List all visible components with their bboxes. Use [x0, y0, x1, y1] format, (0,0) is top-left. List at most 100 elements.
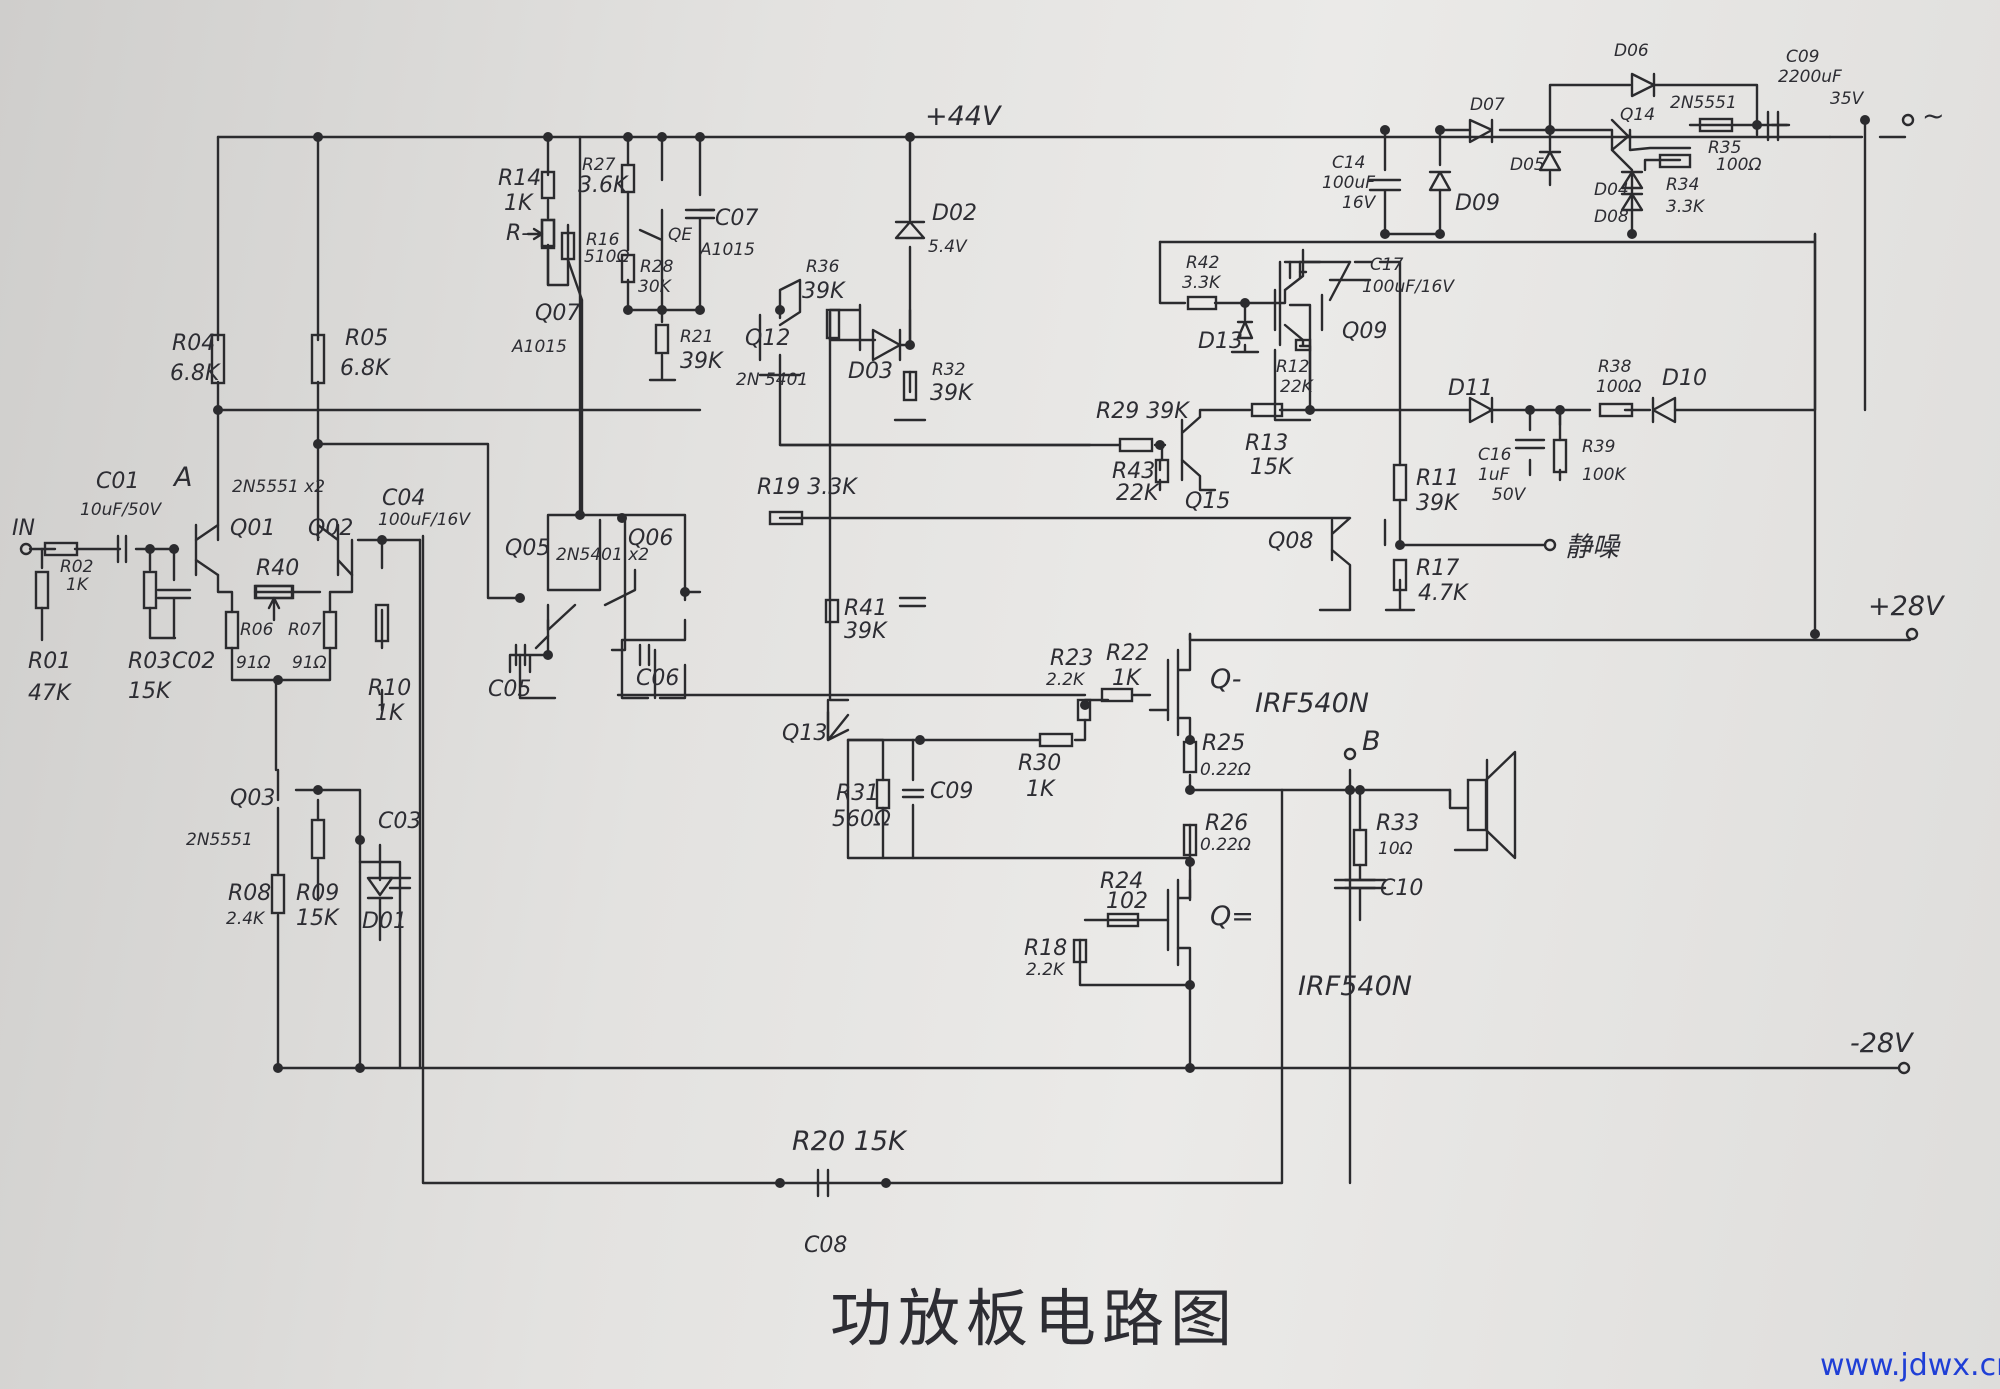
label-point-b: B — [1362, 726, 1381, 757]
label-r21-v: 39K — [680, 349, 724, 374]
label-q02: Q02 — [308, 516, 353, 541]
label-q05: Q05 — [505, 536, 550, 561]
label-r32: R32 — [932, 360, 965, 380]
label-r14-v: 1K — [504, 191, 534, 216]
label-c09t-v2: 35V — [1830, 89, 1865, 109]
label-r28: R28 — [640, 257, 674, 277]
potentiometer-symbols — [253, 218, 556, 622]
label-point-a: A — [172, 462, 192, 493]
label-qe: QE — [668, 225, 692, 245]
label-c16-v2: 50V — [1492, 485, 1527, 505]
label-r25: R25 — [1202, 731, 1245, 756]
label-r18: R18 — [1024, 936, 1067, 961]
label-r06-v: 91Ω — [236, 653, 271, 673]
transistor-labels: Q01 Q02 2N5551 x2 Q03 2N5551 Q05 Q06 2N5… — [186, 93, 1737, 1002]
label-r02: R02 — [60, 557, 93, 577]
terminal-symbols — [19, 113, 1919, 1075]
label-q03-type: 2N5551 — [186, 830, 253, 850]
label-c01-v: 10uF/50V — [80, 500, 163, 520]
label-q-hi: Q- — [1210, 664, 1242, 695]
label-r38-v: 100Ω — [1596, 377, 1641, 397]
label-r14: R14 — [498, 166, 541, 191]
label-c16-v1: 1uF — [1478, 465, 1510, 485]
watermark: www.jdwx.cn — [1820, 1348, 2000, 1383]
label-c14-v1: 100uF — [1322, 173, 1375, 193]
label-ac: ~ — [1922, 101, 1945, 132]
label-r26-v: 0.22Ω — [1200, 835, 1251, 855]
label-r39-v: 100K — [1582, 465, 1627, 485]
label-q09: Q09 — [1342, 319, 1387, 344]
label-qe-type: A1015 — [699, 240, 755, 260]
label-q-lo-type: IRF540N — [1298, 971, 1412, 1002]
label-r11: R11 — [1416, 466, 1459, 491]
label-r09: R09 — [296, 881, 339, 906]
label-r12: R12 — [1276, 357, 1309, 377]
label-r39: R39 — [1582, 437, 1615, 457]
label-c08: C08 — [804, 1233, 847, 1258]
label-c16: C16 — [1478, 445, 1512, 465]
label-r19: R19 3.3K — [757, 475, 858, 500]
label-r03: R03 — [128, 649, 171, 674]
label-c09t-v1: 2200uF — [1778, 67, 1842, 87]
label-r34-v: 3.3K — [1666, 197, 1706, 217]
label-c10: C10 — [1380, 876, 1423, 901]
diode-labels: D01 D02 5.4V D03 D04 D05 D06 D07 D08 D09… — [362, 41, 1707, 934]
label-d09: D09 — [1455, 191, 1500, 216]
label-r27-v: 3.6K — [578, 173, 629, 198]
label-r30-v: 1K — [1026, 777, 1056, 802]
label-r18-v: 2.2K — [1026, 960, 1066, 980]
label-q12: Q12 — [745, 326, 790, 351]
resistor-labels: R01 47K R02 1K R03 15K R04 6.8K R05 6.8K… — [28, 138, 1761, 1157]
label-r03-v: 15K — [128, 679, 172, 704]
label-r08-v: 2.4K — [226, 909, 266, 929]
diode-symbols — [366, 72, 1677, 900]
label-r01: R01 — [28, 649, 71, 674]
label-r04: R04 — [172, 331, 215, 356]
label-d01: D01 — [362, 909, 407, 934]
label-r16-v: 510Ω — [584, 247, 629, 267]
label-pair-q01-q02: 2N5551 x2 — [232, 477, 325, 497]
label-c03: C03 — [378, 809, 421, 834]
label-q12-type: 2N 5401 — [736, 370, 808, 390]
label-r28-v: 30K — [638, 277, 673, 297]
label-r29: R29 39K — [1096, 399, 1190, 424]
label-r17-v: 4.7K — [1418, 581, 1469, 606]
label-r05: R05 — [345, 326, 388, 351]
label-r27: R27 — [582, 155, 616, 175]
label-pair-q05-q06: 2N5401 x2 — [556, 545, 649, 565]
label-c14-v2: 16V — [1342, 193, 1377, 213]
label-q08: Q08 — [1268, 529, 1313, 554]
label-r36: R36 — [806, 257, 840, 277]
label-c05: C05 — [488, 677, 531, 702]
label-r33-v: 10Ω — [1378, 839, 1413, 859]
label-q03: Q03 — [230, 786, 275, 811]
label-r32-v: 39K — [930, 381, 974, 406]
label-r-minus: R- — [506, 221, 529, 246]
label-in: IN — [12, 516, 35, 541]
label-q14-type: 2N5551 — [1670, 93, 1737, 113]
label-r34: R34 — [1666, 175, 1699, 195]
label-d13: D13 — [1198, 329, 1243, 354]
rail-labels: +44V +28V -28V ~ — [925, 101, 1946, 1059]
label-r33: R33 — [1376, 811, 1419, 836]
label-q13: Q13 — [782, 721, 827, 746]
label-d02-v: 5.4V — [928, 237, 968, 257]
label-d08: D08 — [1594, 207, 1629, 227]
label-c04-v: 100uF/16V — [378, 510, 471, 530]
label-q14: Q14 — [1620, 105, 1655, 125]
label-r10: R10 — [368, 676, 411, 701]
label-r35-v: 100Ω — [1716, 155, 1761, 175]
label-r07-v: 91Ω — [292, 653, 327, 673]
label-r38: R38 — [1598, 357, 1632, 377]
label-d10: D10 — [1662, 366, 1707, 391]
label-r08: R08 — [228, 881, 271, 906]
capacitor-labels: C01 10uF/50V C02 C03 C04 100uF/16V C05 C… — [80, 47, 1865, 1258]
label-r12-v: 22K — [1280, 377, 1315, 397]
port-labels: IN 静噪 A B — [12, 462, 1621, 757]
label-r09-v: 15K — [296, 906, 340, 931]
label-r43: R43 — [1112, 459, 1155, 484]
label-q06: Q06 — [628, 526, 673, 551]
label-d06: D06 — [1614, 41, 1649, 61]
label-r02-v: 1K — [66, 575, 90, 595]
label-c14: C14 — [1332, 153, 1366, 173]
